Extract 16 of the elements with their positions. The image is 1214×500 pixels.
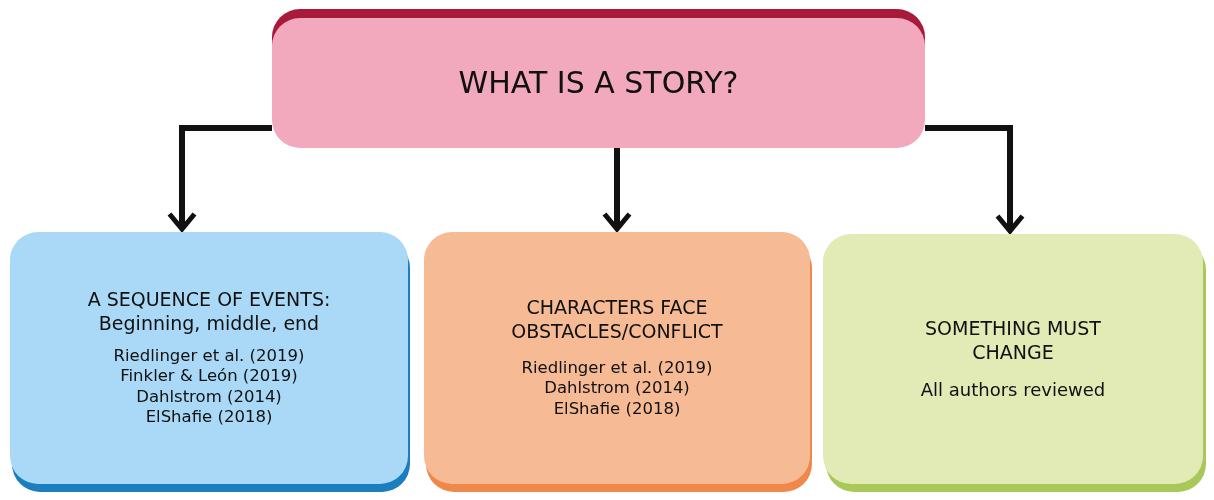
- body-text: All authors reviewed: [920, 378, 1106, 401]
- body-text: ElShafie (2018): [553, 399, 681, 420]
- body-text: Finkler & León (2019): [120, 366, 298, 387]
- heading-text: CHARACTERS FACE OBSTACLES/CONFLICT: [510, 296, 724, 344]
- heading-text: A SEQUENCE OF EVENTS:: [87, 288, 331, 312]
- arrow: [167, 125, 272, 232]
- arrow: [925, 125, 1025, 234]
- body-text: Riedlinger et al. (2019): [113, 345, 305, 367]
- arrow: [602, 148, 632, 232]
- title-text: WHAT IS A STORY?: [458, 64, 739, 102]
- body-text: Dahlstrom (2014): [136, 386, 282, 408]
- body-text: Riedlinger et al. (2019): [521, 357, 713, 379]
- body-text: Dahlstrom (2014): [544, 378, 690, 400]
- heading-text: SOMETHING MUST CHANGE: [924, 317, 1102, 365]
- body-text: Beginning, middle, end: [98, 311, 320, 336]
- body-text: ElShafie (2018): [145, 407, 273, 428]
